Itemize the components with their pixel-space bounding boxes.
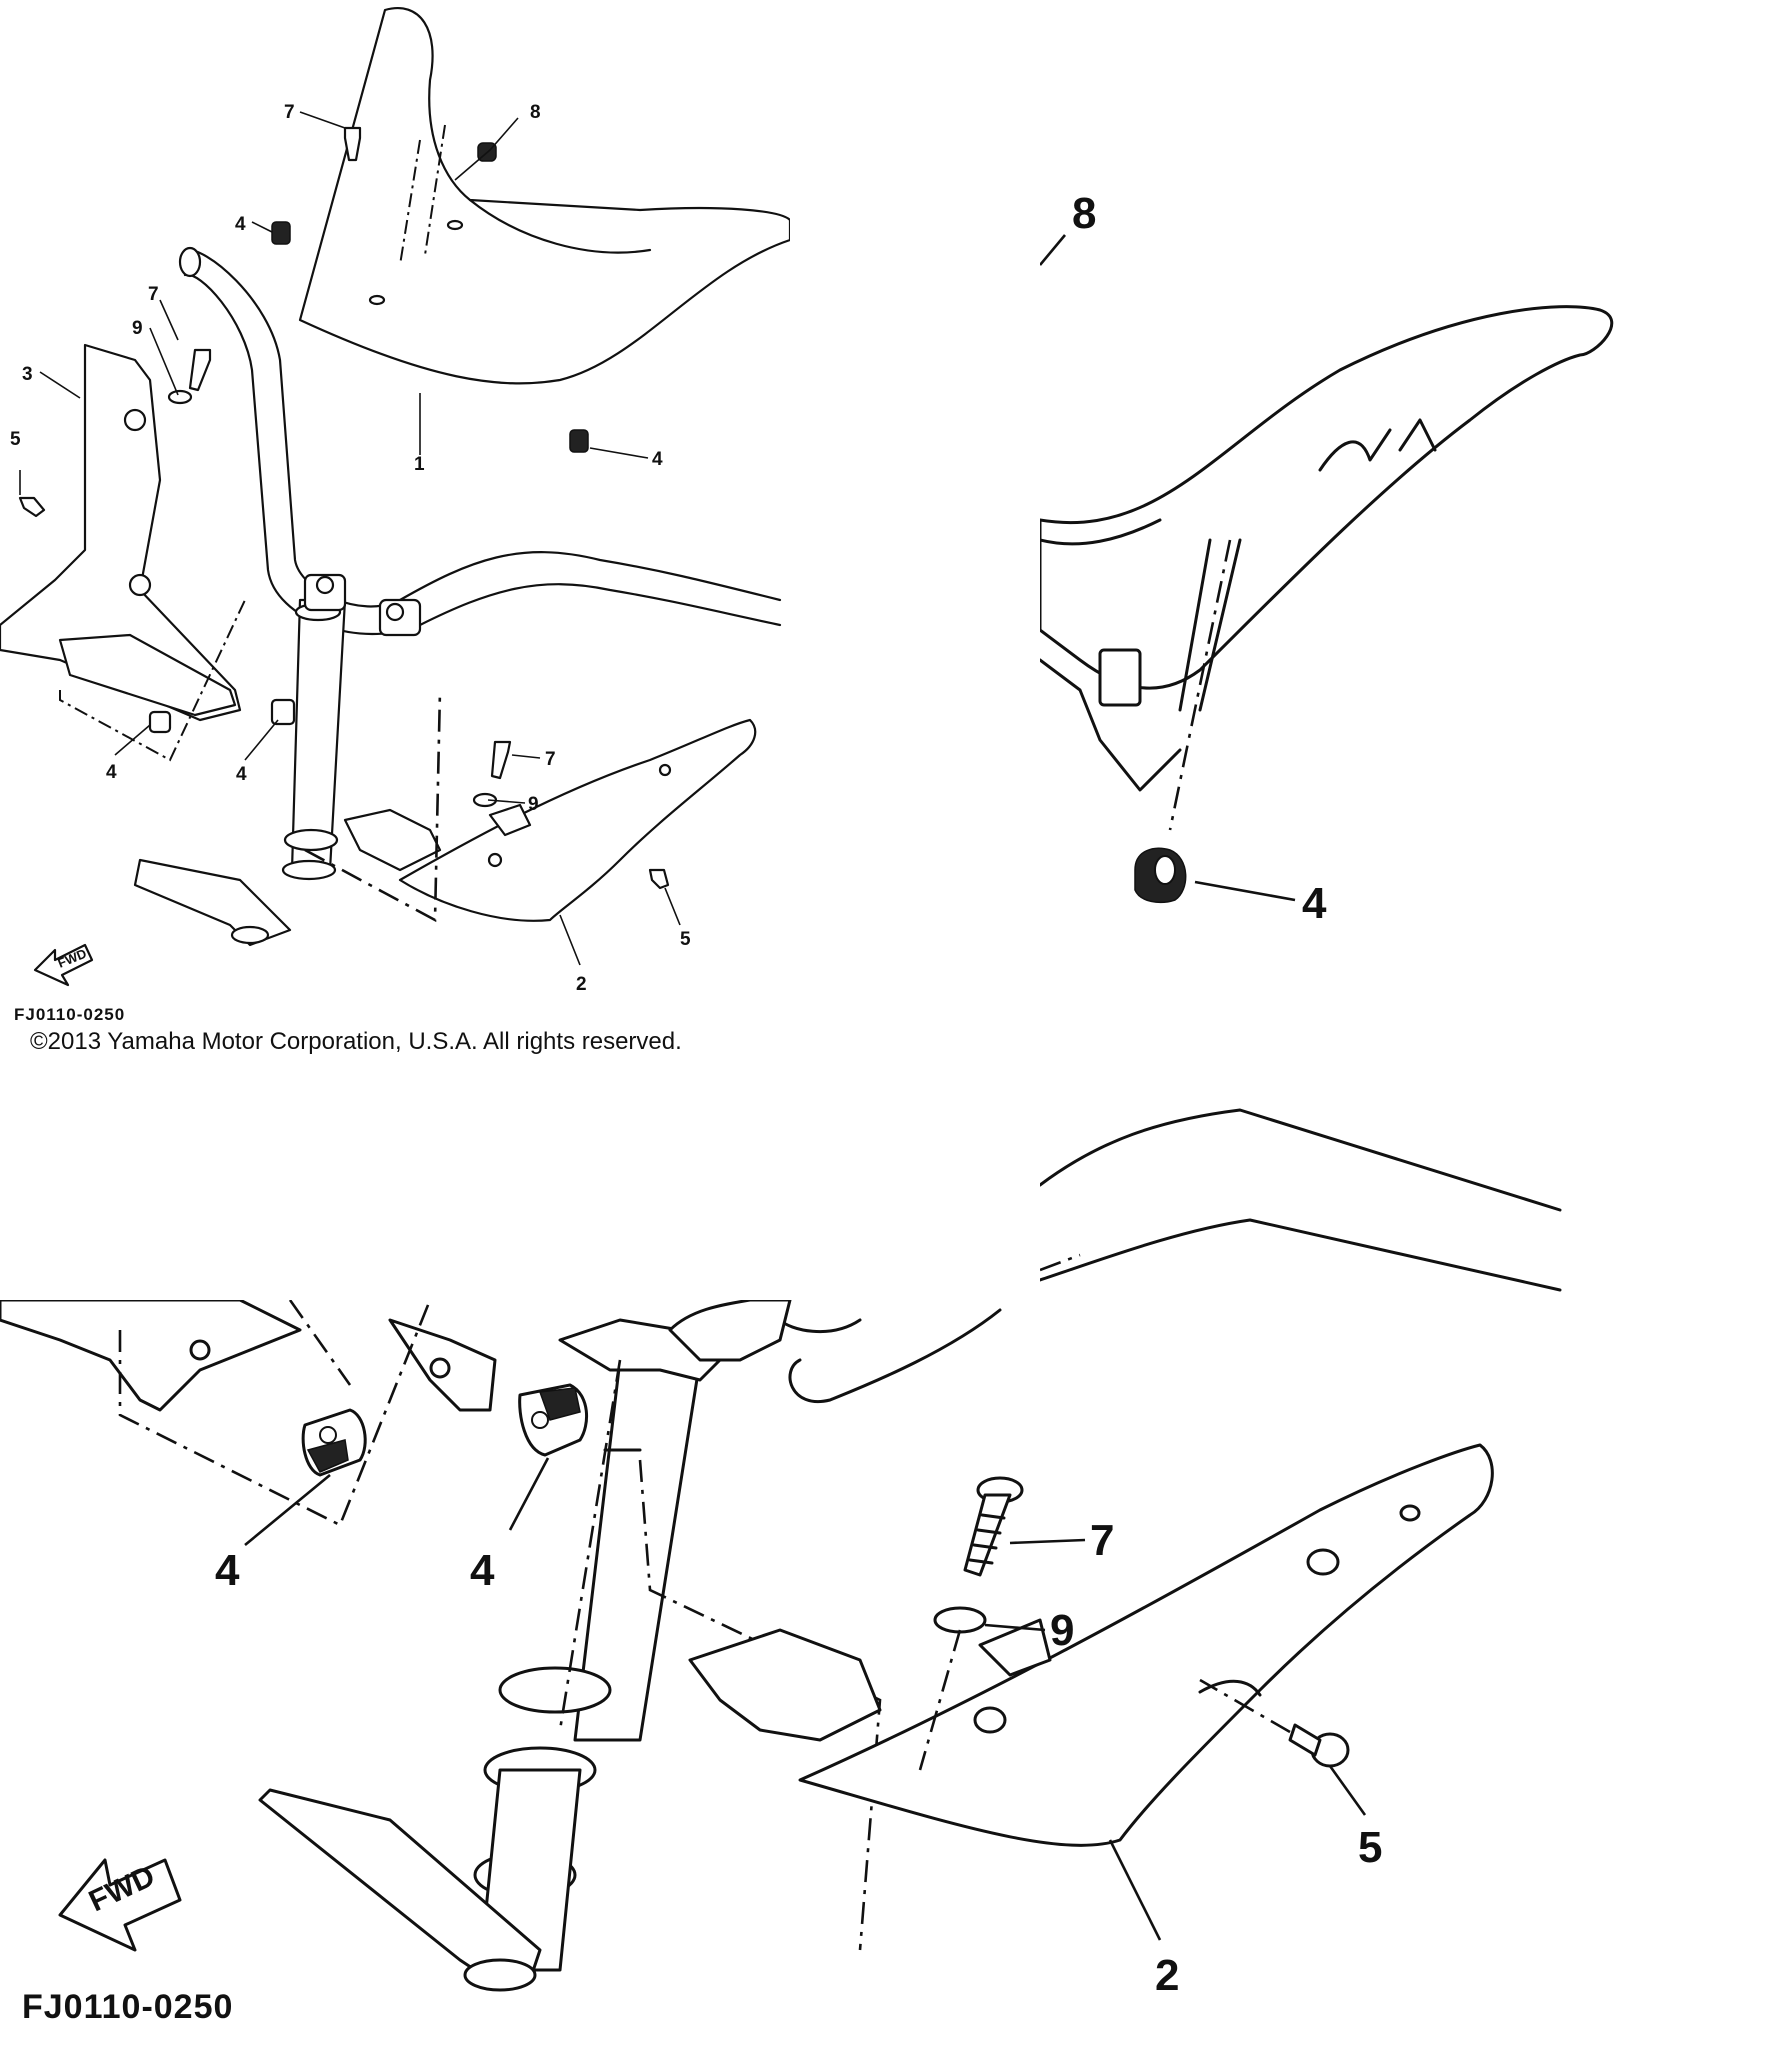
part-7-bolt-a — [188, 348, 212, 392]
detail-top-panel: 8 4 — [1040, 190, 1792, 970]
detail-bottom-grommet-a — [301, 1408, 367, 1477]
detail-bottom-washer-9 — [933, 1606, 987, 1634]
detail-top-cover — [1040, 305, 1614, 690]
overview-callout-8: 8 — [530, 102, 541, 123]
detail-bottom-callout-2: 2 — [1155, 1951, 1179, 2000]
overview-callout-5-a: 5 — [10, 429, 21, 450]
part-6-screw — [343, 126, 362, 162]
overview-callout-1: 1 — [414, 454, 425, 475]
part-5-screw-a — [18, 496, 46, 518]
overview-callout-9-b: 9 — [528, 794, 539, 815]
detail-bottom-side-cover — [798, 1443, 1494, 1847]
overview-callout-2: 2 — [576, 974, 587, 995]
detail-frame-panel — [1040, 1080, 1792, 1310]
detail-frame-drawing — [1040, 1108, 1562, 1292]
detail-bottom-bolt-7 — [963, 1476, 1024, 1577]
part-3-side-cover — [0, 343, 242, 722]
overview-callout-6: 7 — [284, 102, 295, 123]
overview-callout-9-a: 9 — [132, 318, 143, 339]
overview-callout-7-b: 7 — [545, 749, 556, 770]
fwd-arrow-large: FWD — [58, 1858, 182, 1952]
part-9-washer-a — [167, 389, 193, 405]
overview-callout-3: 3 — [22, 364, 33, 385]
detail-figure-code: FJ0110-0250 — [22, 1988, 234, 2026]
overview-callout-7-a: 7 — [148, 284, 159, 305]
detail-bottom-panel: 4 4 7 9 5 2 FWD — [0, 1300, 1792, 2048]
part-4-grommet-c — [148, 710, 172, 734]
part-7-bolt-b — [490, 740, 512, 780]
fwd-arrow-small: FWD — [33, 943, 94, 987]
detail-bottom-callout-9: 9 — [1050, 1606, 1074, 1655]
part-4-grommet-a — [271, 221, 291, 245]
detail-bottom-screw-5 — [1288, 1723, 1350, 1768]
detail-bottom-callout-5: 5 — [1358, 1823, 1382, 1872]
part-1-top-cover — [298, 7, 790, 385]
detail-top-drawing: 8 4 — [1040, 190, 1614, 928]
overview-drawing: 7 8 4 7 9 3 5 4 1 4 4 7 9 5 2 FWD — [0, 7, 790, 995]
overview-callout-4-d: 4 — [236, 764, 247, 785]
part-4-grommet-d — [270, 698, 296, 726]
part-2-side-cover — [398, 718, 757, 922]
overview-callout-4-c: 4 — [106, 762, 117, 783]
overview-callout-4-a: 4 — [235, 214, 246, 235]
overview-callout-4-b: 4 — [652, 449, 663, 470]
overview-callout-5-b: 5 — [680, 929, 691, 950]
overview-panel: 7 8 4 7 9 3 5 4 1 4 4 7 9 5 2 FWD — [0, 0, 790, 1080]
detail-bottom-grommet-b — [518, 1383, 589, 1457]
part-4-grommet-b — [569, 429, 589, 453]
overview-figure-code: FJ0110-0250 — [14, 1005, 126, 1024]
detail-bottom-callout-4-a: 4 — [215, 1546, 240, 1595]
part-5-screw-b — [648, 868, 670, 890]
detail-top-callout-4: 4 — [1302, 879, 1327, 928]
detail-bottom-callout-4-b: 4 — [470, 1546, 495, 1595]
copyright-notice: ©2013 Yamaha Motor Corporation, U.S.A. A… — [30, 1028, 682, 1055]
handlebar — [183, 248, 782, 608]
detail-bottom-drawing: 4 4 7 9 5 2 FWD — [0, 1300, 1494, 2000]
detail-bottom-callout-7: 7 — [1090, 1516, 1114, 1565]
detail-top-callout-8: 8 — [1072, 190, 1096, 238]
